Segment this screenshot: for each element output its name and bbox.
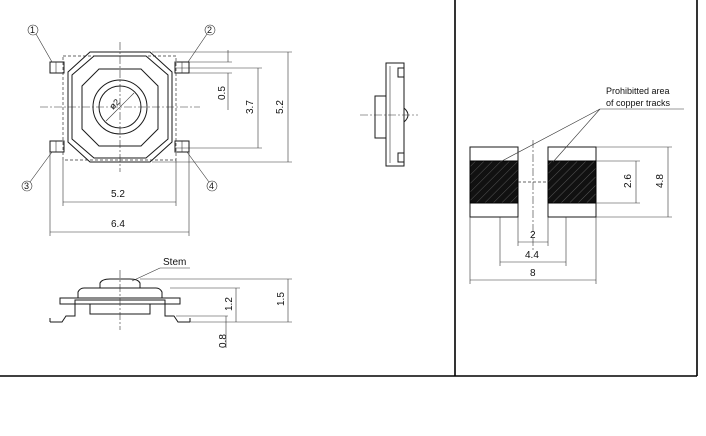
pin-4-label: 4	[209, 181, 214, 191]
side-view: Stem 1.2 1.5 0.8	[49, 257, 292, 348]
prohibited-area-left	[469, 160, 519, 204]
pin-2-label: 2	[207, 25, 212, 35]
pin-3-label: 3	[24, 181, 29, 191]
prohibited-area-right	[547, 160, 597, 204]
top-view: ø2 1 2 3 4 0.5 3.7 5.2 5.2	[21, 24, 292, 236]
dim-inner-width: 4.4	[525, 250, 539, 261]
end-view	[360, 62, 418, 167]
dim-gap: 2	[530, 230, 536, 241]
drawing-frame	[0, 0, 698, 377]
pcb-footprint: Prohibitted area of copper tracks 2.6 4.…	[469, 86, 684, 284]
dim-pad-height: 2.6	[623, 174, 634, 188]
dim-overall-height: 5.2	[275, 100, 286, 114]
prohibited-note-line1: Prohibitted area	[606, 86, 670, 96]
stem-label: Stem	[163, 257, 186, 268]
dim-base-thickness: 0.8	[218, 334, 229, 348]
dim-body-thickness: 1.2	[224, 297, 235, 311]
dim-total-height: 4.8	[655, 174, 666, 188]
prohibited-note-line2: of copper tracks	[606, 98, 671, 108]
dim-outer-width: 8	[530, 268, 536, 279]
pin-1-label: 1	[30, 25, 35, 35]
dim-body-width: 5.2	[111, 189, 125, 200]
dim-body-height: 3.7	[245, 100, 256, 114]
stem-diameter-label: ø2	[107, 97, 122, 112]
dim-pin-pitch: 0.5	[217, 86, 228, 100]
dim-overall-width: 6.4	[111, 219, 125, 230]
dim-total-thickness: 1.5	[276, 292, 287, 306]
